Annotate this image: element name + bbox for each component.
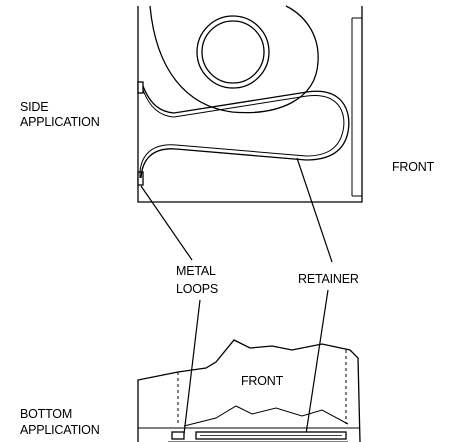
fan-inner-ring: [201, 20, 265, 84]
retainer-wire-outer: [140, 85, 350, 179]
bottom-view: [137, 339, 361, 442]
metal-loop-lower: [137, 171, 144, 186]
metal-loops-label-line1: METAL: [176, 264, 216, 278]
side-panel-outline: [137, 6, 363, 203]
blower-housing: [149, 5, 319, 114]
bottom-application-label-line2: APPLICATION: [20, 423, 100, 437]
inner-break-line: [183, 405, 349, 427]
side-application-label-line2: APPLICATION: [20, 115, 100, 129]
unit-breakaway-outline: [137, 339, 361, 442]
metal-loops-label: METAL LOOPS: [176, 264, 219, 296]
bottom-application-label-line1: BOTTOM: [20, 407, 72, 421]
bottom-metal-loop: [171, 431, 185, 440]
leader-lines: [140, 157, 333, 435]
side-application-label-line1: SIDE: [20, 100, 48, 114]
fan-outer-ring: [196, 15, 270, 89]
front-label-bottom: FRONT: [241, 374, 284, 388]
leader-metal-loops-top: [140, 185, 193, 261]
metal-loops-label-line2: LOOPS: [176, 282, 218, 296]
leader-retainer-bottom: [305, 289, 329, 435]
leader-retainer-top: [296, 157, 333, 263]
retainer-wire-inner: [139, 89, 345, 179]
bottom-application-label: BOTTOM APPLICATION: [20, 407, 100, 437]
metal-loop-upper: [137, 81, 144, 94]
side-application-label: SIDE APPLICATION: [20, 100, 100, 129]
leader-metal-loops-bottom: [183, 299, 201, 435]
side-view: [137, 5, 363, 203]
retainer-label: RETAINER: [298, 272, 359, 286]
front-label-top: FRONT: [392, 160, 435, 174]
